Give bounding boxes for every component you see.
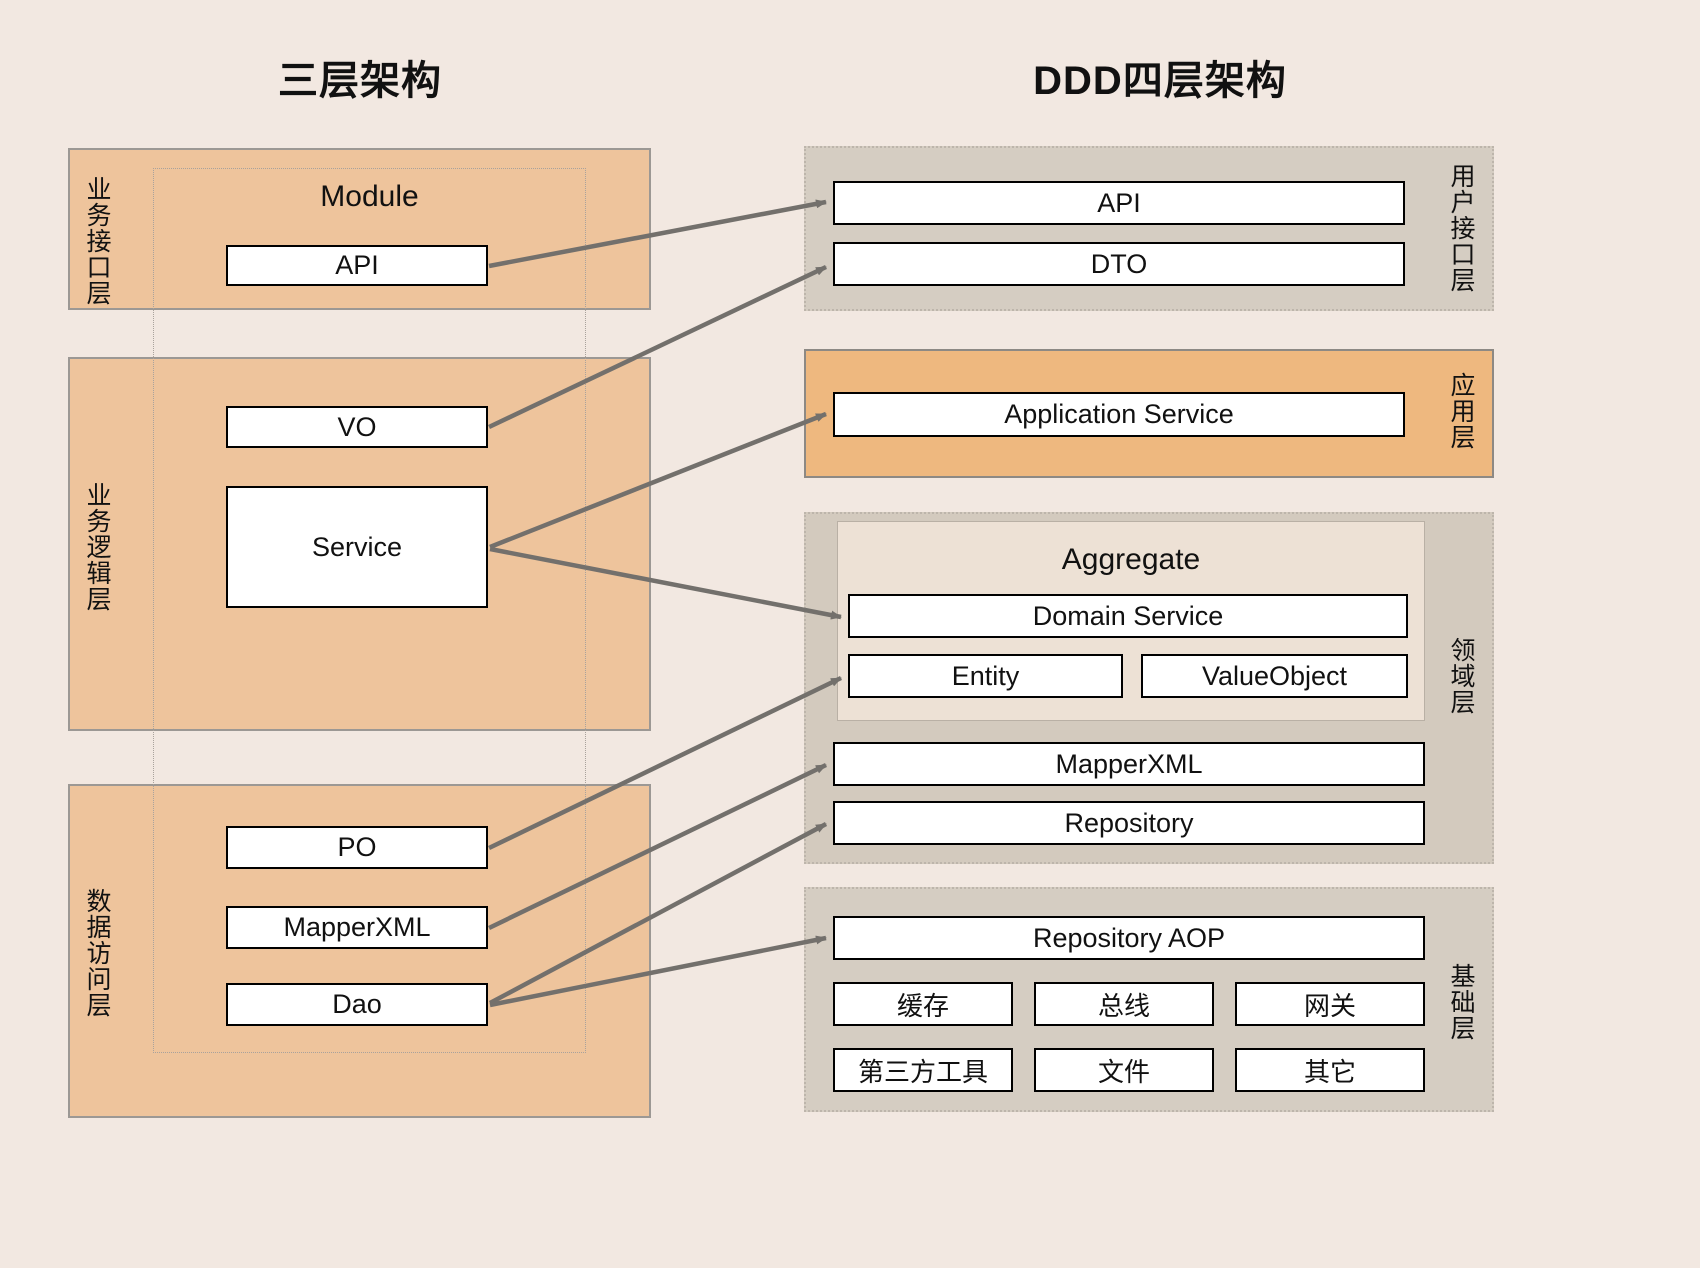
- right-box-repository[interactable]: Repository: [833, 801, 1425, 845]
- left-layer-business-logic-label: 业务逻辑层: [83, 482, 111, 612]
- right-layer-user-interface-label: 用户接口层: [1447, 163, 1475, 293]
- left-diagram-title: 三层架构: [278, 59, 442, 103]
- right-box-entity[interactable]: Entity: [848, 654, 1123, 698]
- left-box-api[interactable]: API: [226, 245, 488, 286]
- module-label: Module: [320, 180, 419, 213]
- right-diagram-title: DDD四层架构: [1033, 59, 1287, 103]
- right-box-mapperxml[interactable]: MapperXML: [833, 742, 1425, 786]
- left-layer-business-interface-label: 业务接口层: [83, 176, 111, 306]
- right-box-file[interactable]: 文件: [1034, 1048, 1214, 1092]
- left-box-dao[interactable]: Dao: [226, 983, 488, 1026]
- right-box-repository-aop[interactable]: Repository AOP: [833, 916, 1425, 960]
- right-box-third-party-tools[interactable]: 第三方工具: [833, 1048, 1013, 1092]
- right-box-api[interactable]: API: [833, 181, 1405, 225]
- left-box-service[interactable]: Service: [226, 486, 488, 608]
- left-box-mapperxml[interactable]: MapperXML: [226, 906, 488, 949]
- right-layer-user-interface: [804, 146, 1494, 311]
- left-box-vo[interactable]: VO: [226, 406, 488, 448]
- right-box-domain-service[interactable]: Domain Service: [848, 594, 1408, 638]
- right-layer-application-label: 应用层: [1447, 372, 1475, 450]
- right-box-valueobject[interactable]: ValueObject: [1141, 654, 1408, 698]
- right-box-bus[interactable]: 总线: [1034, 982, 1214, 1026]
- right-box-application-service[interactable]: Application Service: [833, 392, 1405, 437]
- right-layer-infrastructure-label: 基础层: [1447, 963, 1475, 1041]
- right-box-gateway[interactable]: 网关: [1235, 982, 1425, 1026]
- left-layer-data-access-label: 数据访问层: [83, 888, 111, 1018]
- right-box-cache[interactable]: 缓存: [833, 982, 1013, 1026]
- left-box-po[interactable]: PO: [226, 826, 488, 869]
- right-layer-domain-label: 领域层: [1447, 637, 1475, 715]
- right-box-dto[interactable]: DTO: [833, 242, 1405, 286]
- right-box-other[interactable]: 其它: [1235, 1048, 1425, 1092]
- aggregate-label: Aggregate: [1061, 543, 1201, 576]
